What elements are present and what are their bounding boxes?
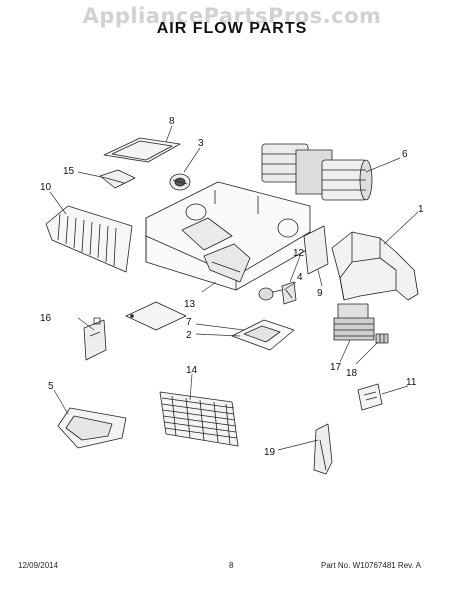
- footer-date: 12/09/2014: [18, 561, 59, 570]
- part-7-lens: [231, 319, 295, 351]
- part-1-housing: [331, 231, 419, 301]
- part-14-grille: [159, 391, 239, 447]
- part-4-lamp: [258, 287, 283, 301]
- callout-5: 5: [48, 381, 54, 392]
- callout-19: 19: [264, 447, 276, 458]
- callout-1: 1: [418, 204, 424, 215]
- part-9-plate: [303, 225, 329, 275]
- part-13-cover: [125, 301, 187, 331]
- part-17-transformer: [333, 303, 375, 341]
- callout-4: 4: [297, 272, 303, 283]
- callout-9: 9: [317, 288, 323, 299]
- callout-2: 2: [186, 330, 192, 341]
- callout-6: 6: [402, 149, 408, 160]
- callout-14: 14: [186, 365, 198, 376]
- central-chassis: [145, 181, 311, 291]
- callout-16: 16: [40, 313, 52, 324]
- callout-18: 18: [346, 368, 358, 379]
- part-11-plate: [357, 383, 383, 411]
- watermark: AppliancePartsPros.com: [82, 4, 382, 28]
- part-15-bracket: [99, 169, 136, 189]
- callout-12: 12: [293, 248, 305, 259]
- part-6-blower: [261, 143, 373, 201]
- part-12-clip: [281, 281, 297, 305]
- part-3-damper: [169, 173, 191, 191]
- callout-labels: 8 3 6 15 10 1 4 12 9 13 7 2 16 17 18 11 …: [40, 116, 424, 458]
- callout-7: 7: [186, 317, 192, 328]
- part-8-filter: [103, 137, 181, 163]
- callout-8: 8: [169, 116, 175, 127]
- part-18-terminal: [375, 333, 389, 344]
- callout-11: 11: [406, 377, 417, 388]
- page-title: AIR FLOW PARTS: [156, 20, 308, 37]
- part-10-louver: [45, 205, 133, 273]
- footer-page-number: 8: [229, 561, 234, 570]
- callout-17: 17: [330, 362, 342, 373]
- callout-10: 10: [40, 182, 52, 193]
- part-16-bracket: [83, 317, 107, 361]
- callout-13: 13: [184, 299, 196, 310]
- callout-15: 15: [63, 166, 75, 177]
- leader-lines: [49, 125, 419, 451]
- callout-3: 3: [198, 138, 204, 149]
- part-19-bracket: [313, 423, 333, 475]
- footer-part-number: Part No. W10767481 Rev. A: [321, 561, 421, 570]
- part-5-tray: [57, 407, 127, 449]
